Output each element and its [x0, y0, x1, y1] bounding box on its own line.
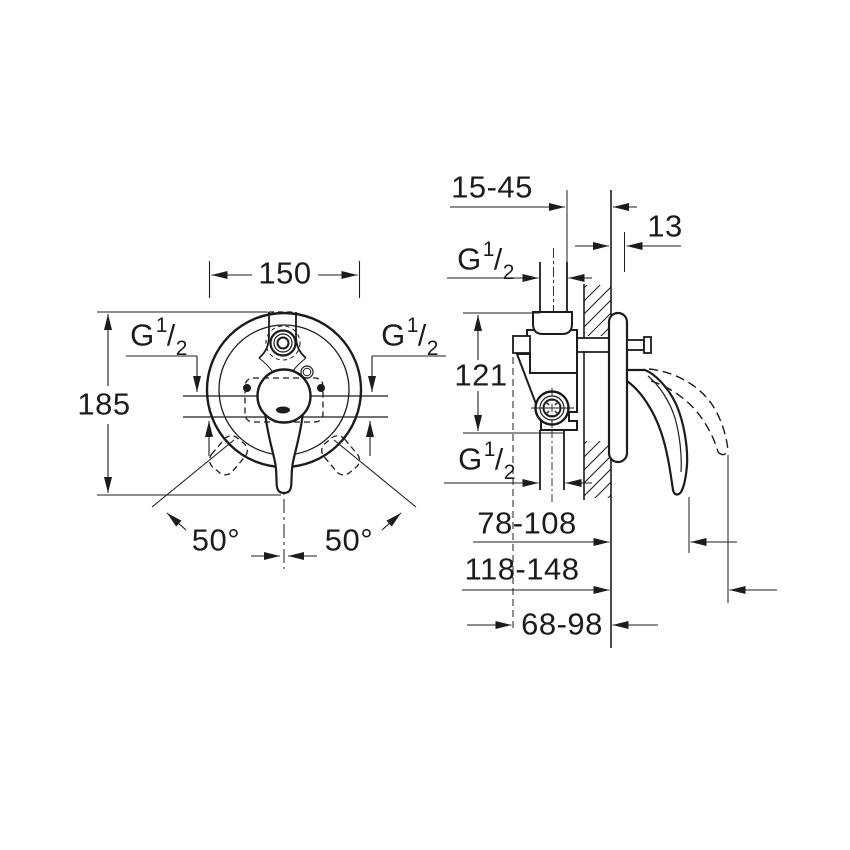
- reference-lines: [512, 190, 729, 630]
- thread-prefix: G: [381, 317, 406, 353]
- thread-numerator: 1: [482, 238, 495, 262]
- screw-right: [317, 384, 325, 392]
- dim-label-handle-near: 78-108: [477, 505, 577, 541]
- thread-label-side-top: G1/2: [457, 238, 515, 284]
- thread-slash: /: [493, 243, 503, 277]
- thread-prefix: G: [458, 441, 483, 477]
- thread-denominator: 2: [175, 336, 188, 360]
- thread-denominator: 2: [502, 260, 515, 284]
- thread-denominator: 2: [503, 460, 516, 484]
- thread-numerator: 1: [483, 438, 496, 462]
- dim-label-plate-offset: 13: [647, 208, 683, 244]
- handle-position-right: [321, 435, 361, 476]
- handle-slot: [276, 406, 290, 414]
- thread-slash: /: [494, 443, 504, 477]
- bottom-outlet-pipe: [539, 430, 565, 502]
- top-supply-pipe: [539, 262, 568, 313]
- thread-prefix: G: [130, 317, 155, 353]
- dim-label-plate-width: 150: [258, 255, 312, 291]
- handle-swing-lines: [151, 439, 417, 569]
- thread-numerator: 1: [406, 314, 419, 338]
- side-view: [444, 190, 777, 648]
- thread-numerator: 1: [155, 314, 168, 338]
- diverter-pin-side: [626, 336, 652, 354]
- escutcheon-side: [607, 311, 629, 464]
- dim-label-body-to-wall: 68-98: [521, 606, 603, 642]
- lever-handle-side-dashed: [648, 368, 729, 456]
- lever-handle-front: [263, 410, 305, 495]
- dim-label-angle-left: 50°: [191, 522, 241, 558]
- dim-label-recess-depth: 15-45: [451, 169, 533, 205]
- thread-label-front-left: G1/2: [130, 314, 188, 360]
- valve-body: [512, 311, 611, 431]
- thread-leaders-front: [126, 355, 446, 456]
- lever-handle-side: [625, 368, 689, 496]
- dim-plate-height: [97, 311, 281, 496]
- top-connection-boss: [258, 311, 307, 372]
- dim-center-height: [463, 312, 563, 434]
- dim-label-handle-far: 118-148: [464, 551, 580, 587]
- thread-label-front-right: G1/2: [381, 314, 439, 360]
- dim-label-center-height: 121: [454, 357, 508, 393]
- thread-slash: /: [166, 319, 176, 353]
- dim-label-angle-right: 50°: [324, 522, 374, 558]
- thread-denominator: 2: [426, 336, 439, 360]
- screw-left: [243, 384, 251, 392]
- handle-position-left: [208, 435, 248, 476]
- dim-label-plate-height: 185: [77, 386, 131, 422]
- thread-slash: /: [417, 319, 427, 353]
- hidden-body-outline: [244, 377, 324, 423]
- thread-prefix: G: [457, 241, 482, 277]
- dim-plate-width: [208, 261, 361, 298]
- front-view: [97, 261, 446, 569]
- thread-label-side-bottom: G1/2: [458, 438, 516, 484]
